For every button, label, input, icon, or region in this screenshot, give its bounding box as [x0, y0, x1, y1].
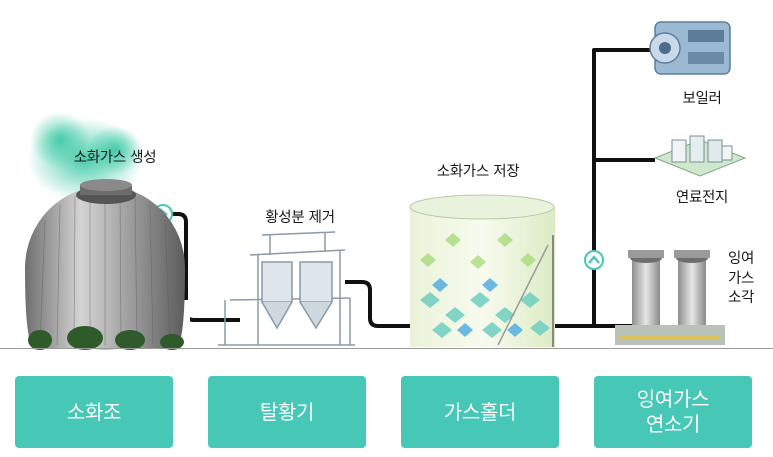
- caption-desulfurization: 황성분 제거: [265, 210, 335, 226]
- boiler-icon: [649, 21, 731, 75]
- caption-gas-storage: 소화가스 저장: [436, 164, 520, 180]
- ground-line: [0, 348, 773, 349]
- step-gas-holder-button[interactable]: 가스홀더: [401, 376, 559, 448]
- step-label: 잉여가스 연소기: [636, 387, 710, 436]
- burner-stacks-icon: [615, 250, 725, 345]
- step-label: 탈황기: [259, 399, 315, 424]
- step-excess-burner-button[interactable]: 잉여가스 연소기: [594, 376, 752, 448]
- caption-fuel-cell: 연료전지: [675, 190, 729, 206]
- step-desulfurizer-button[interactable]: 탈황기: [208, 376, 366, 448]
- caption-boiler: 보일러: [682, 91, 722, 107]
- desulfurizer-icon: [218, 231, 355, 346]
- digester-tank-icon: [20, 179, 190, 350]
- step-label: 가스홀더: [443, 399, 517, 424]
- caption-gas-generation: 소화가스 생성: [73, 150, 157, 166]
- caption-excess-burn: 잉여 가스 소각: [728, 251, 755, 307]
- pipe-network: [135, 48, 655, 328]
- step-digester-button[interactable]: 소화조: [15, 376, 173, 448]
- flow-arrow-up-icon: [584, 250, 604, 270]
- fuel-cell-icon: [653, 135, 747, 177]
- gas-holder-icon: [409, 194, 555, 347]
- step-label: 소화조: [66, 399, 122, 424]
